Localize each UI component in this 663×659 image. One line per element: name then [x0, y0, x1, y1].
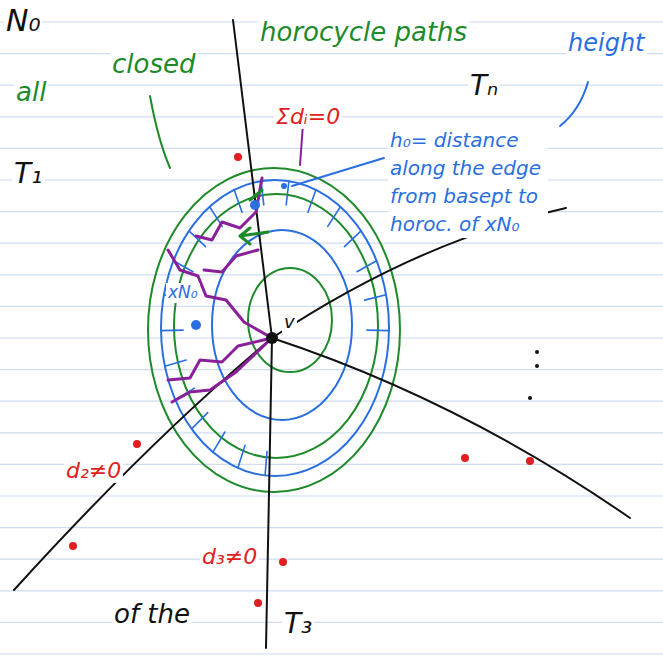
ruled-line — [0, 211, 663, 212]
region-name: T₁ — [12, 158, 44, 190]
height-tick — [344, 231, 361, 247]
note-text: closed — [110, 50, 197, 80]
horocycle — [148, 168, 400, 492]
note-text: of the — [112, 600, 192, 630]
arrow-mark — [240, 190, 268, 244]
ruled-line — [0, 53, 663, 54]
height-tick — [161, 329, 183, 331]
formula: Σdᵢ=0 — [274, 104, 342, 129]
leader-line — [292, 158, 384, 186]
height-tick — [234, 190, 242, 212]
ruled-line — [0, 369, 663, 370]
height-tick — [238, 445, 245, 468]
horocycle — [248, 268, 332, 372]
horocycle — [174, 194, 378, 458]
height-tick — [165, 360, 186, 366]
ruled-line — [0, 243, 663, 244]
height-tick — [328, 207, 341, 227]
ruled-line — [0, 179, 663, 180]
definition-note: h₀= distance along the edge from basept … — [388, 126, 548, 238]
ruled-line — [0, 590, 663, 591]
note-text: all — [14, 78, 48, 108]
edge-line — [14, 208, 566, 590]
point-name: xN₀ — [166, 283, 200, 303]
ruled-line — [0, 148, 663, 149]
height-tick — [192, 413, 208, 429]
ruled-line — [0, 653, 663, 654]
height-curve — [161, 180, 389, 476]
height-tick — [357, 261, 377, 272]
region-name: Tₙ — [468, 70, 500, 102]
leader-line — [560, 82, 588, 126]
leader-line — [300, 124, 303, 165]
height-tick — [308, 190, 316, 212]
ruled-line — [0, 401, 663, 402]
point — [191, 183, 287, 330]
height-tick — [213, 432, 225, 452]
ruled-line — [0, 337, 663, 338]
height-tick — [367, 329, 389, 331]
formula: d₃≠0 — [200, 544, 259, 569]
leader-line — [150, 96, 170, 168]
vertex-name: v — [282, 312, 297, 333]
ruled-paper — [0, 22, 663, 654]
ruled-line — [0, 495, 663, 496]
edge-line — [272, 338, 630, 518]
ruled-line — [0, 274, 663, 275]
formula: d₂≠0 — [64, 458, 123, 483]
ruled-line — [0, 559, 663, 560]
region-name: T₃ — [282, 608, 314, 640]
ruled-line — [0, 622, 663, 623]
note-text: horocycle paths — [258, 18, 469, 48]
height-tick — [265, 452, 267, 476]
note-text: height — [566, 30, 647, 58]
ruled-line — [0, 85, 663, 86]
height-tick — [365, 295, 386, 300]
vertex — [266, 332, 278, 344]
ruled-line — [0, 432, 663, 433]
ellipsis-dots — [528, 350, 539, 400]
ruled-line — [0, 527, 663, 528]
vertex-name: N₀ — [4, 4, 42, 39]
